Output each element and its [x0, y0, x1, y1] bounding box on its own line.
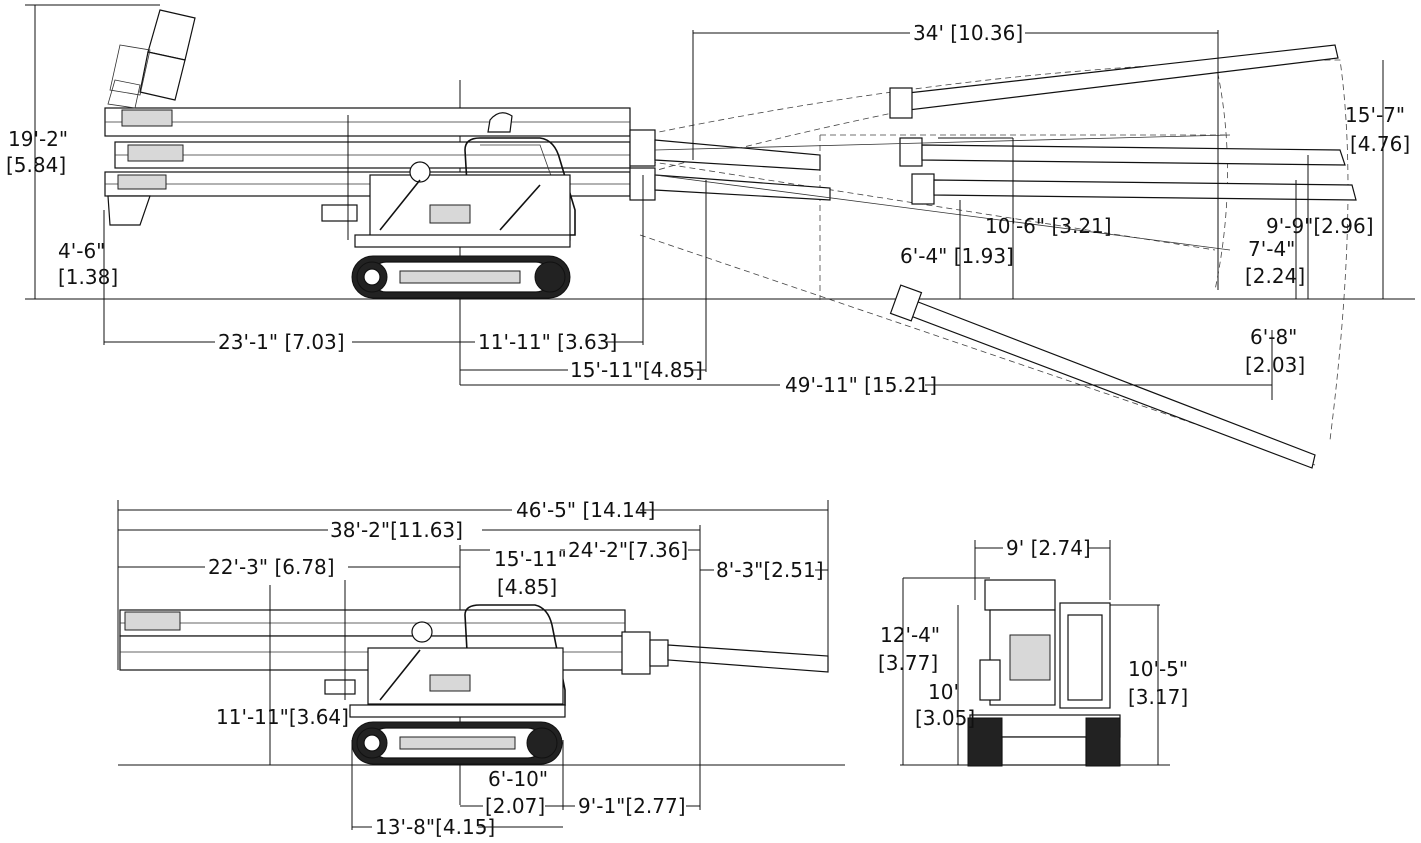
- label-telescope: 34' [10.36]: [913, 21, 1023, 45]
- dim-track-13: 13'-8"[4.15]: [352, 815, 563, 839]
- extended-booms: [629, 44, 1357, 469]
- dim-front-height-10: 10' [3.05]: [915, 605, 975, 765]
- dim-height-upper: 15'-7" [4.76]: [1345, 60, 1410, 299]
- transport-crawler-track: [351, 721, 563, 765]
- dim-front-reach-2: 15'-11"[4.85]: [460, 180, 707, 382]
- side-view: 19'-2" [5.84] 4'-6" [1.38] 23'-1" [7.03]…: [6, 4, 1415, 469]
- swing-arc-diag: [639, 159, 1216, 251]
- label-height-low: 6'-4" [1.93]: [900, 244, 1014, 268]
- upper-structure: [321, 112, 576, 248]
- label-max-reach: 49'-11" [15.21]: [785, 373, 937, 397]
- dim-front-height-12: 12'-4" [3.77]: [878, 577, 990, 765]
- dim-front-height-10-5: 10'-5" [3.17]: [1110, 604, 1188, 765]
- dim-front-reach-1: 11'-11" [3.63]: [460, 175, 644, 354]
- hopper-chute: [107, 9, 196, 226]
- dim-track-6: 6'-10" [2.07]: [485, 767, 548, 818]
- label-front-reach-1: 11'-11" [3.63]: [478, 330, 617, 354]
- label-height-7ft-m: [2.24]: [1245, 264, 1305, 288]
- dim-height-mid: 10'-6" [3.21]: [938, 137, 1112, 299]
- dim-telescope: 34' [10.36]: [692, 21, 1219, 290]
- label-rear-reach: 23'-1" [7.03]: [218, 330, 345, 354]
- dim-max-reach: 49'-11" [15.21]: [460, 330, 1273, 400]
- label-height-11: 11'-11"[3.64]: [216, 705, 349, 729]
- label-length-15: 15'-11": [494, 547, 567, 571]
- label-boom-base-height-m: [1.38]: [58, 265, 118, 289]
- label-track-6-m: [2.07]: [485, 794, 545, 818]
- label-front-height-10-5: 10'-5": [1128, 657, 1188, 681]
- label-boom-base-height: 4'-6": [58, 239, 105, 263]
- label-overall-length: 46'-5" [14.14]: [516, 498, 655, 522]
- dim-height-7ft: 7'-4" [2.24]: [1245, 180, 1305, 299]
- dim-length-8: 8'-3"[2.51]: [700, 558, 828, 582]
- label-height-mid-right: 9'-9"[2.96]: [1266, 214, 1374, 238]
- label-front-height-10-m: [3.05]: [915, 706, 975, 730]
- dim-overall-length: 46'-5" [14.14]: [118, 498, 828, 522]
- dim-rear-reach: 23'-1" [7.03]: [104, 330, 460, 354]
- label-height-7ft: 7'-4": [1248, 237, 1295, 261]
- label-height-mid: 10'-6" [3.21]: [985, 214, 1112, 238]
- label-front-height-10: 10': [928, 680, 959, 704]
- dim-overall-height: 19'-2" [5.84]: [6, 4, 160, 299]
- transport-view: 46'-5" [14.14] 38'-2"[11.63] 22'-3" [6.7…: [117, 498, 845, 839]
- label-length-22: 22'-3" [6.78]: [208, 555, 335, 579]
- front-machine: [967, 579, 1121, 767]
- label-length-15-m: [4.85]: [497, 575, 557, 599]
- label-depth-below-m: [2.03]: [1245, 353, 1305, 377]
- label-length-24: 24'-2"[7.36]: [568, 538, 688, 562]
- label-front-width: 9' [2.74]: [1006, 536, 1091, 560]
- dim-track-9: 9'-1"[2.77]: [460, 794, 700, 818]
- label-track-9: 9'-1"[2.77]: [578, 794, 686, 818]
- side-crawler-track: [351, 255, 571, 299]
- front-view: 9' [2.74] 12'-4" [3.77] 10' [3.05] 10'-5…: [878, 536, 1188, 767]
- transport-upper: [324, 580, 566, 718]
- label-front-height-12-m: [3.77]: [878, 651, 938, 675]
- label-overall-height: 19'-2": [8, 127, 68, 151]
- label-overall-height-m: [5.84]: [6, 153, 66, 177]
- dim-depth-below: 6'-8" [2.03]: [1245, 325, 1305, 377]
- dim-front-width: 9' [2.74]: [974, 536, 1111, 600]
- dim-boom-base-height: 4'-6" [1.38]: [58, 210, 118, 345]
- dim-height-11: 11'-11"[3.64]: [216, 705, 349, 729]
- dim-length-22: 22'-3" [6.78]: [118, 555, 460, 579]
- label-track-6: 6'-10": [488, 767, 548, 791]
- label-height-upper-m: [4.76]: [1350, 132, 1410, 156]
- dim-length-24: 24'-2"[7.36]: [460, 538, 700, 562]
- label-length-8: 8'-3"[2.51]: [716, 558, 824, 582]
- label-track-13: 13'-8"[4.15]: [375, 815, 495, 839]
- dim-length-38: 38'-2"[11.63]: [118, 518, 700, 542]
- label-front-height-12: 12'-4": [880, 623, 940, 647]
- label-height-upper: 15'-7": [1345, 103, 1405, 127]
- dim-height-low: 6'-4" [1.93]: [900, 244, 1014, 268]
- dim-height-mid-right: 9'-9"[2.96]: [1266, 155, 1374, 299]
- dim-length-15: 15'-11" [4.85]: [494, 547, 567, 599]
- label-length-38: 38'-2"[11.63]: [330, 518, 463, 542]
- label-front-reach-2: 15'-11"[4.85]: [570, 358, 703, 382]
- label-depth-below: 6'-8": [1250, 325, 1297, 349]
- label-front-height-10-5-m: [3.17]: [1128, 685, 1188, 709]
